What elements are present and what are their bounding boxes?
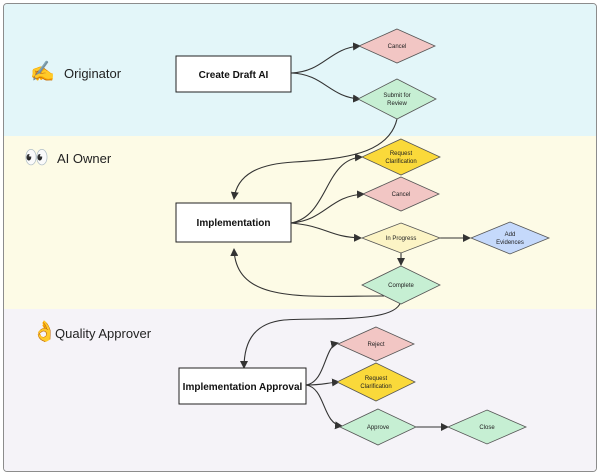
decision-label: In Progress <box>386 236 417 242</box>
box-label: Create Draft AI <box>199 70 269 81</box>
connector-submit-to-implementation <box>230 118 398 200</box>
connector-implementation-to-progress <box>290 222 362 242</box>
decision-label: Approve <box>367 425 390 431</box>
writing-hand-icon: ✍️ <box>30 61 55 83</box>
connector-implementation-to-cancel <box>290 190 365 224</box>
decision-label-line1: Submit for <box>383 93 410 99</box>
connector-implementation-to-request <box>290 153 363 224</box>
connector-create-to-cancel <box>290 42 361 74</box>
decision-label-line1: Request <box>365 376 388 382</box>
decision-label-line2: Clarification <box>360 384 391 390</box>
decision-label-line2: Evidences <box>496 240 524 246</box>
lane-label-quality-approver: Quality Approver <box>55 326 152 341</box>
box-label: Implementation <box>197 218 271 229</box>
decision-cancel-originator: Cancel <box>358 28 436 64</box>
decision-close: Close <box>446 409 528 445</box>
box-implementation: Implementation <box>175 202 292 243</box>
connector-create-to-submit <box>290 72 361 103</box>
decision-add-evidences: Add Evidences <box>469 221 551 255</box>
decision-label-line2: Review <box>387 101 407 107</box>
decision-request-clarification-owner: Request Clarification <box>361 138 441 176</box>
decision-label: Cancel <box>392 192 411 198</box>
connector-complete-to-implementation <box>230 248 385 297</box>
lane-label-ai-owner: AI Owner <box>57 151 112 166</box>
diagram-frame: ✍️ Originator 👀 AI Owner 👌 Quality Appro… <box>3 3 597 472</box>
lane-ai-owner <box>4 136 596 309</box>
connectors <box>230 42 471 431</box>
box-label: Implementation Approval <box>183 382 303 393</box>
lane-originator <box>4 4 596 136</box>
decision-submit-for-review: Submit for Review <box>357 78 437 120</box>
eyes-icon: 👀 <box>24 147 49 169</box>
decision-label-line2: Clarification <box>385 159 416 165</box>
decision-label: Reject <box>367 342 384 348</box>
decision-label-line1: Request <box>390 151 413 157</box>
box-create-draft-ai: Create Draft AI <box>175 55 292 93</box>
connector-approval-to-approve <box>305 384 343 430</box>
decision-in-progress: In Progress <box>360 222 442 254</box>
decision-approve: Approve <box>339 408 417 446</box>
decision-label: Complete <box>388 283 414 289</box>
decision-cancel-owner: Cancel <box>362 176 440 212</box>
decision-label: Close <box>479 425 495 431</box>
connector-complete-to-approval <box>240 299 402 369</box>
connector-approval-to-request <box>305 378 340 387</box>
decision-request-clarification-approver: Request Clarification <box>336 362 416 402</box>
decision-complete: Complete <box>361 265 441 305</box>
ok-hand-icon: 👌 <box>32 321 57 343</box>
decision-label-line1: Add <box>505 232 516 238</box>
connector-approval-to-reject <box>305 340 339 386</box>
decision-label: Cancel <box>388 44 407 50</box>
decision-reject: Reject <box>337 326 415 362</box>
process-flow-diagram: Create Draft AI Implementation Implement… <box>175 28 551 446</box>
lane-label-originator: Originator <box>64 66 122 81</box>
box-implementation-approval: Implementation Approval <box>178 367 307 405</box>
